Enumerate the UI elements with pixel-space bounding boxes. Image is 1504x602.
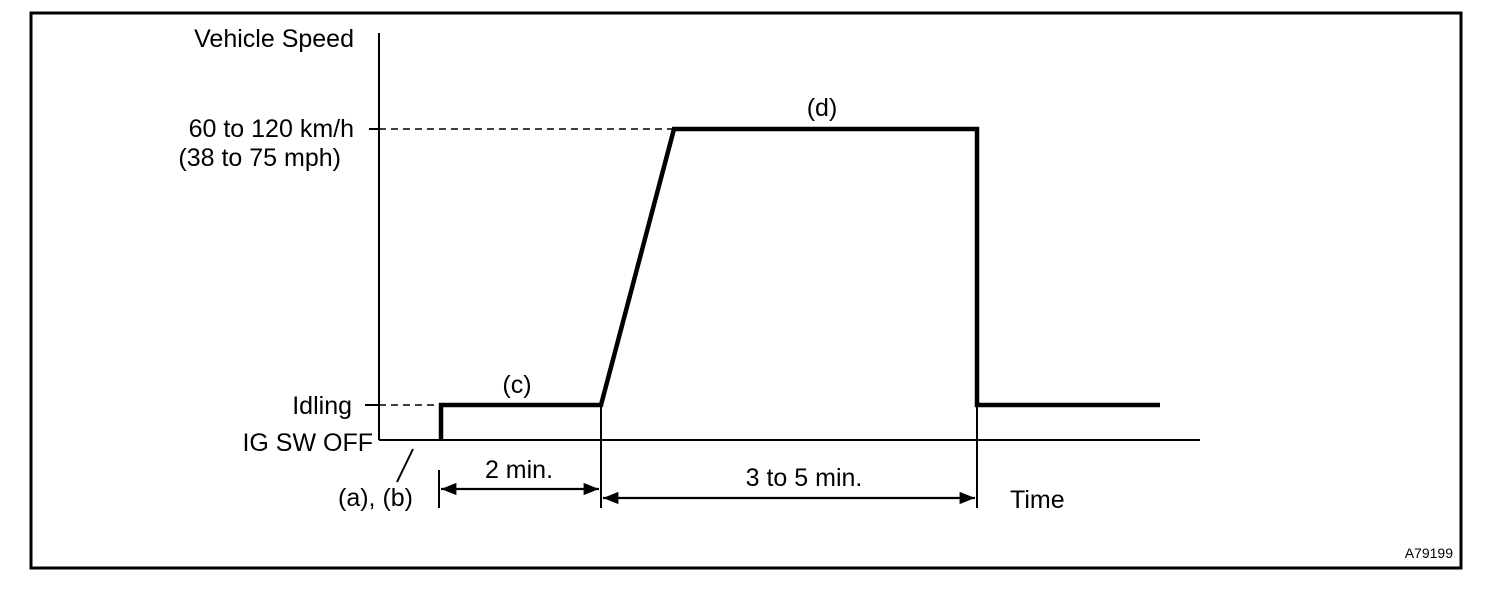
figure-code: A79199: [1405, 545, 1453, 561]
duration-drive-label: 3 to 5 min.: [746, 464, 863, 492]
speed-range-kmh-label: 60 to 120 km/h: [189, 115, 354, 143]
figure-frame: [29, 11, 1463, 570]
duration-idle-label: 2 min.: [485, 456, 553, 484]
x-axis-label: Time: [1010, 486, 1065, 514]
steps-ab-label: (a), (b): [338, 484, 413, 512]
step-c-label: (c): [502, 371, 531, 399]
leader-steps-ab: [396, 448, 414, 483]
speed-profile-line: [438, 126, 1160, 440]
y-axis-label: Vehicle Speed: [194, 25, 354, 53]
idling-label: Idling: [292, 392, 352, 420]
step-d-label: (d): [807, 94, 838, 122]
ig-sw-off-label: IG SW OFF: [242, 429, 373, 457]
speed-range-mph-label: (38 to 75 mph): [178, 144, 341, 172]
